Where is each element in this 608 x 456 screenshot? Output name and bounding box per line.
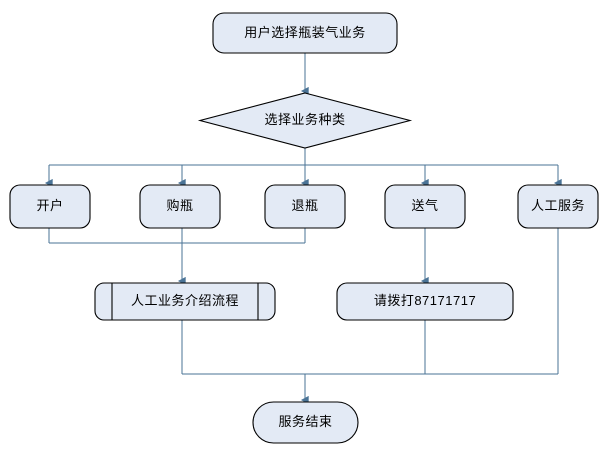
node-option-1-shape[interactable] (139, 184, 221, 229)
node-option-0-shape[interactable] (9, 184, 91, 229)
node-manual-process-shape[interactable] (94, 282, 276, 321)
node-decision-shape[interactable] (197, 92, 413, 149)
node-phone-shape[interactable] (336, 282, 514, 321)
node-option-4-shape[interactable] (517, 184, 599, 229)
node-end-shape[interactable] (252, 401, 359, 444)
node-option-3-shape[interactable] (384, 184, 466, 229)
node-start-shape[interactable] (212, 12, 398, 54)
node-option-2-shape[interactable] (264, 184, 346, 229)
